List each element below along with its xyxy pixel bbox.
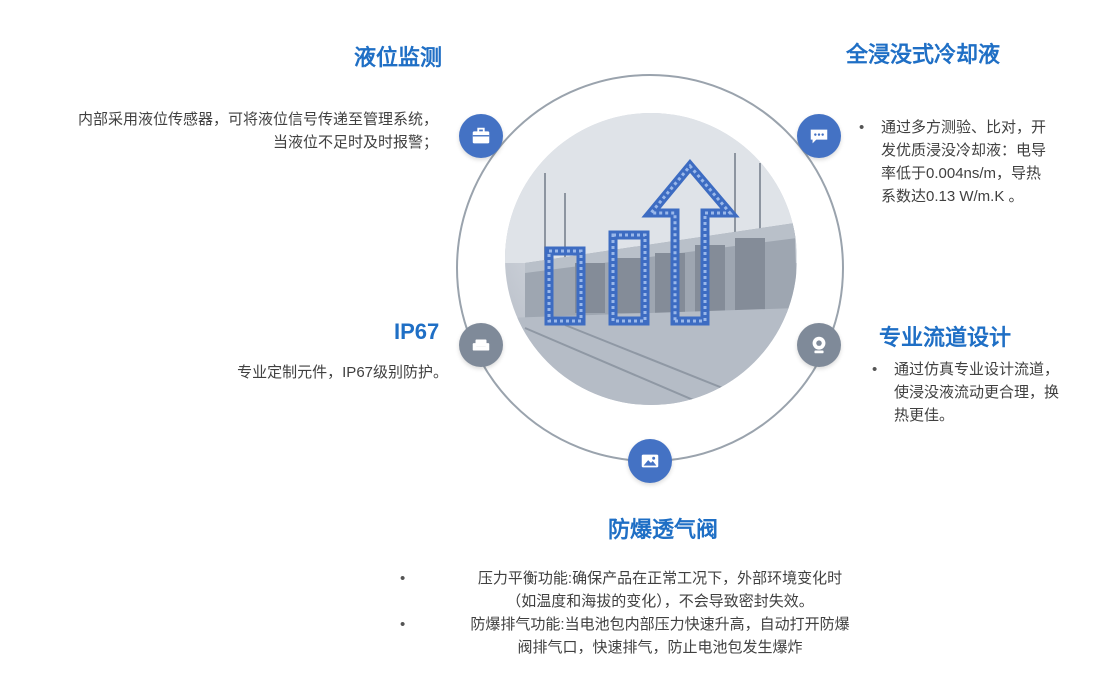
- webcam-icon: [797, 323, 841, 367]
- feature-desc-level-monitoring: 内部采用液位传感器，可将液位信号传递至管理系统， 当液位不足时及时报警；: [77, 111, 438, 151]
- list-item: 防爆排气功能:当电池包内部压力快速升高，自动打开防爆 阀排气口，快速排气，防止电…: [400, 613, 920, 659]
- feature-desc-flow-channel: 通过仿真专业设计流道， 使浸没液流动更合理，换 热更佳。: [872, 358, 1097, 427]
- feature-title-level-monitoring: 液位监测: [354, 45, 443, 70]
- briefcase-icon: [459, 114, 503, 158]
- list-item: 压力平衡功能:确保产品在正常工况下，外部环境变化时 （如温度和海拔的变化），不会…: [400, 567, 920, 613]
- feature-title-explosion-valve: 防爆透气阀: [608, 517, 719, 542]
- center-image: [505, 113, 797, 405]
- feature-title-immersion-coolant: 全浸没式冷却液: [846, 42, 1001, 67]
- chat-icon: [797, 114, 841, 158]
- bullet-list: 压力平衡功能:确保产品在正常工况下，外部环境变化时 （如温度和海拔的变化），不会…: [400, 567, 920, 659]
- feature-desc-ip67: 专业定制元件，IP67级别防护。: [237, 364, 448, 381]
- feature-title-ip67: IP67: [394, 319, 440, 344]
- image-icon: [628, 439, 672, 483]
- feature-title-flow-channel: 专业流道设计: [879, 325, 1012, 350]
- feature-desc-immersion-coolant: 通过多方测验、比对，开 发优质浸没冷却液：电导 率低于0.004ns/m，导热 …: [859, 116, 1079, 208]
- sofa-icon: [459, 323, 503, 367]
- feature-desc-explosion-valve: 压力平衡功能:确保产品在正常工况下，外部环境变化时 （如温度和海拔的变化），不会…: [400, 567, 920, 659]
